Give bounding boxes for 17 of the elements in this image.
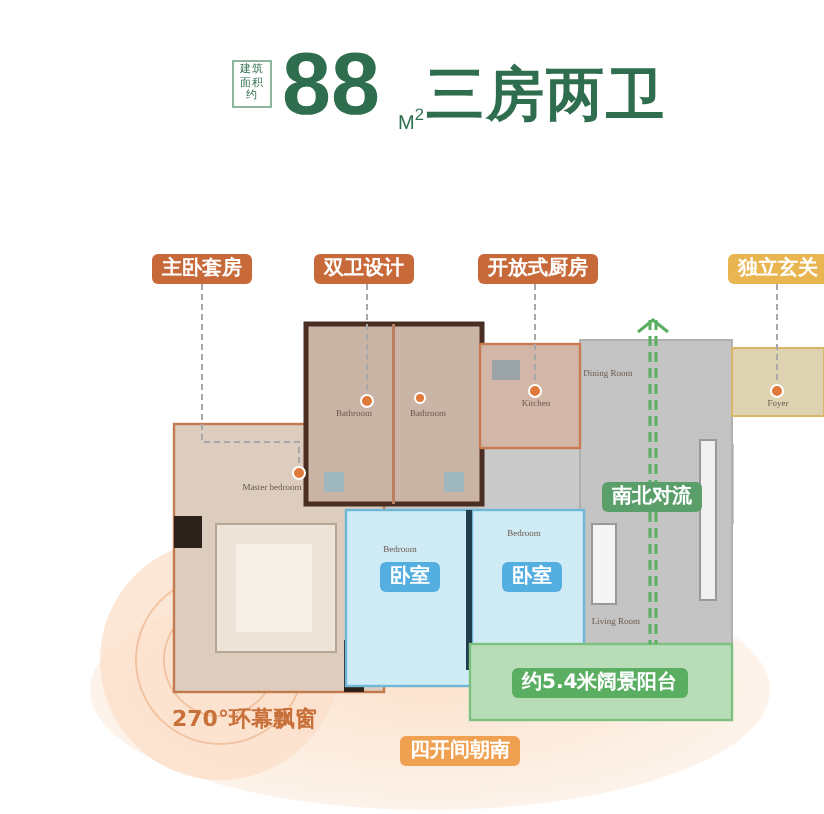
callout-tag: 开放式厨房 [478,254,598,284]
callout-tag: 约5.4米阔景阳台 [512,668,688,698]
feature-label: 270°环幕飘窗 [172,704,317,734]
layout-title: 三房两卫 [426,58,666,132]
area-number: 88 [282,36,380,136]
callout-tag: 独立玄关 [728,254,824,284]
callout-tag: 南北对流 [602,482,702,512]
callout-tag: 双卫设计 [314,254,414,284]
leader-line [201,283,300,467]
callout-tag: 卧室 [502,562,562,592]
callout-tag: 四开间朝南 [400,736,520,766]
leader-line [534,283,536,385]
callout-tag: 主卧套房 [152,254,252,284]
unit-label: M$^{2}$ [398,104,424,135]
leader-line [366,283,368,395]
callout-tag: 卧室 [380,562,440,592]
leader-line [776,283,778,385]
